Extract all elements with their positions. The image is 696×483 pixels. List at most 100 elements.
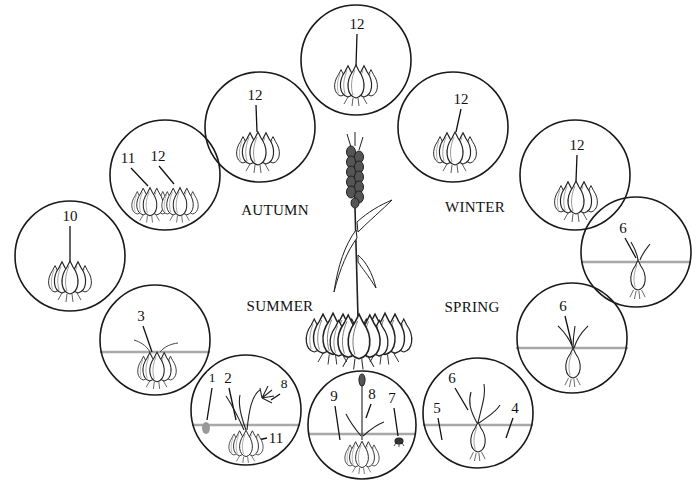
garlic-head bbox=[138, 352, 177, 389]
illustration-part bbox=[438, 418, 442, 440]
illustration-part bbox=[69, 226, 70, 262]
stage-circle: 12 bbox=[300, 4, 412, 116]
illustration-part bbox=[356, 34, 357, 66]
circle-outline bbox=[519, 119, 631, 231]
illustration-part bbox=[394, 443, 404, 447]
illustration-part bbox=[363, 422, 384, 436]
illustration-part bbox=[247, 390, 260, 430]
callout-number: 4 bbox=[510, 401, 520, 416]
illustration-part bbox=[229, 388, 236, 420]
circle-outline bbox=[191, 355, 301, 465]
callout-number: 2 bbox=[223, 371, 233, 386]
illustration-part bbox=[517, 347, 627, 350]
garlic-head bbox=[229, 430, 263, 463]
illustration-part bbox=[237, 132, 280, 173]
illustration-part bbox=[271, 394, 280, 400]
stage-circle: 65 4 bbox=[422, 357, 534, 469]
stage-circle: 10 bbox=[14, 200, 126, 312]
illustration-part bbox=[361, 384, 362, 440]
illustration-part bbox=[334, 230, 357, 292]
mature-plant bbox=[202, 386, 274, 434]
illustration-part bbox=[207, 388, 212, 420]
circle-outline bbox=[308, 371, 416, 479]
callout-number: 8 bbox=[367, 387, 377, 402]
stage-circle: 12 bbox=[397, 71, 509, 183]
stage-circle: 6 bbox=[580, 196, 692, 308]
callout-number: 12 bbox=[453, 92, 470, 107]
summer-plant bbox=[346, 374, 404, 447]
callout-number: 3 bbox=[136, 309, 146, 324]
sprouts bbox=[558, 242, 650, 348]
soil-lines bbox=[101, 262, 690, 434]
circle-outline bbox=[398, 72, 508, 182]
illustration-part bbox=[239, 395, 246, 430]
callout-number: 5 bbox=[432, 401, 442, 416]
illustration-part bbox=[49, 261, 92, 302]
illustration-part bbox=[573, 326, 575, 348]
season-label: SPRING bbox=[442, 299, 501, 316]
callout-number: 11 bbox=[268, 431, 284, 446]
leader-lines bbox=[70, 34, 636, 440]
clove bbox=[630, 260, 645, 299]
illustration-part bbox=[576, 155, 577, 181]
illustration-part bbox=[256, 105, 257, 132]
callout-number: 12 bbox=[569, 138, 586, 153]
callout-number: 6 bbox=[558, 299, 568, 314]
illustration-part bbox=[162, 188, 198, 223]
illustration-part bbox=[357, 200, 392, 232]
stage-circle: 3 bbox=[99, 284, 211, 396]
circle-outline bbox=[520, 120, 630, 230]
callout-number: 8 bbox=[280, 377, 289, 391]
callout-number: 1 bbox=[208, 371, 217, 385]
circle-outline bbox=[517, 283, 627, 393]
illustration-part bbox=[202, 422, 210, 434]
circle-outline bbox=[205, 72, 315, 182]
callout-number: 6 bbox=[447, 371, 457, 386]
callout-number: 10 bbox=[62, 209, 79, 224]
stage-circle: 6 bbox=[516, 282, 628, 394]
illustration-part bbox=[346, 414, 361, 436]
circle-outline bbox=[397, 71, 509, 183]
illustration-part bbox=[478, 384, 485, 423]
illustration-part bbox=[131, 168, 148, 186]
circle-outline bbox=[581, 197, 691, 307]
circle-outline bbox=[307, 370, 417, 480]
circle-outline bbox=[516, 282, 628, 394]
garlic-head bbox=[345, 441, 379, 474]
central-plant bbox=[334, 132, 392, 318]
circle-outline bbox=[110, 120, 220, 230]
illustration-part bbox=[631, 242, 638, 260]
callout-number: 6 bbox=[618, 221, 628, 236]
illustration-part bbox=[159, 166, 174, 184]
circle-outline bbox=[109, 119, 221, 231]
illustration-part bbox=[134, 340, 150, 352]
season-label: WINTER bbox=[443, 199, 507, 216]
stage-circle: 1112 bbox=[109, 119, 221, 231]
illustration-part bbox=[455, 388, 468, 410]
circle-outline bbox=[99, 284, 211, 396]
stage-circle: 12 bbox=[519, 119, 631, 231]
illustration-part bbox=[359, 374, 365, 386]
callout-number: 7 bbox=[387, 391, 397, 406]
illustration-part bbox=[558, 326, 573, 348]
illustration-part bbox=[574, 326, 588, 348]
illustration-part bbox=[366, 404, 371, 418]
illustration-part bbox=[479, 405, 500, 423]
illustration-part bbox=[160, 343, 178, 352]
callout-number: 12 bbox=[247, 88, 264, 103]
stage-circle: 9 87 bbox=[307, 370, 417, 480]
season-label: AUTUMN bbox=[239, 202, 311, 219]
illustration-part bbox=[506, 418, 513, 438]
circle-outline bbox=[15, 201, 125, 311]
stage-circle: 12 8 11 bbox=[190, 354, 302, 466]
season-label: SUMMER bbox=[245, 298, 316, 315]
illustration-part bbox=[434, 132, 477, 173]
illustration-part bbox=[260, 386, 274, 403]
illustration-part bbox=[394, 408, 398, 436]
garlic-head bbox=[330, 314, 388, 369]
callout-number: 12 bbox=[349, 17, 366, 32]
callout-number: 12 bbox=[150, 149, 167, 164]
circle-outline bbox=[301, 5, 411, 115]
callout-number: 9 bbox=[329, 389, 339, 404]
